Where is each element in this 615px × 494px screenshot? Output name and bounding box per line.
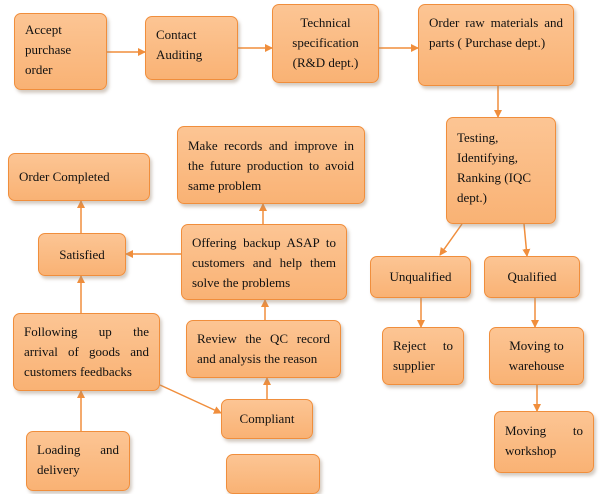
unqualified-node: Unqualified (370, 256, 471, 298)
technical-specification-node: Technical specification (R&D dept.) (272, 4, 379, 83)
unqualified-text: Unqualified (389, 269, 452, 284)
satisfied-node: Satisfied (38, 233, 126, 276)
satisfied-text: Satisfied (59, 246, 105, 262)
moving-to-workshop-node: Moving to workshop (494, 411, 594, 473)
moving-to-warehouse-node: Moving to warehouse (489, 327, 584, 385)
compliant-node: Compliant (221, 399, 313, 439)
qualified-node: Qualified (484, 256, 580, 298)
offering-backup-node: Offering backup ASAP to customers and he… (181, 224, 347, 300)
order-raw-materials-text: Order raw materials and parts ( Purchase… (429, 15, 563, 50)
order-completed-node: Order Completed (8, 153, 150, 201)
review-qc-record-text: Review the QC record and analysis the re… (197, 331, 330, 366)
contact-auditing-text: Contact Auditing (156, 27, 203, 62)
following-up-text: Following up the arrival of goods and cu… (24, 324, 149, 379)
compliant-text: Compliant (239, 411, 295, 426)
flowchart-connectors (77, 44, 541, 431)
following-up-node: Following up the arrival of goods and cu… (13, 313, 160, 391)
accept-purchase-order-text: Accept purchase order (25, 22, 72, 77)
technical-specification-text: Technical specification (R&D dept.) (292, 15, 359, 70)
reject-to-supplier-text: Reject to supplier (393, 338, 453, 373)
review-qc-record-node: Review the QC record and analysis the re… (186, 320, 341, 378)
testing-iqc-node: Testing, Identifying, Ranking (IQC dept.… (446, 117, 556, 224)
accept-purchase-order-node: Accept purchase order (14, 13, 107, 90)
arrow-following-to-compliant (159, 384, 222, 414)
loading-delivery-node: Loading and delivery (26, 431, 130, 491)
testing-iqc-text: Testing, Identifying, Ranking (IQC dept.… (457, 130, 532, 205)
order-completed-text: Order Completed (19, 169, 110, 184)
qualified-text: Qualified (507, 269, 557, 284)
partial-bottom-node (226, 454, 320, 494)
moving-to-workshop-text: Moving to workshop (505, 423, 583, 458)
arrow-testing-to-qualified (522, 223, 531, 257)
make-records-text: Make records and improve in the future p… (188, 138, 354, 193)
arrow-testing-to-unqualified (439, 223, 463, 256)
reject-to-supplier-node: Reject to supplier (382, 327, 464, 385)
make-records-node: Make records and improve in the future p… (177, 126, 365, 204)
loading-delivery-text: Loading and delivery (37, 442, 119, 477)
contact-auditing-node: Contact Auditing (145, 16, 238, 80)
order-raw-materials-node: Order raw materials and parts ( Purchase… (418, 4, 574, 86)
offering-backup-text: Offering backup ASAP to customers and he… (192, 235, 336, 290)
moving-to-warehouse-text: Moving to warehouse (508, 338, 565, 373)
